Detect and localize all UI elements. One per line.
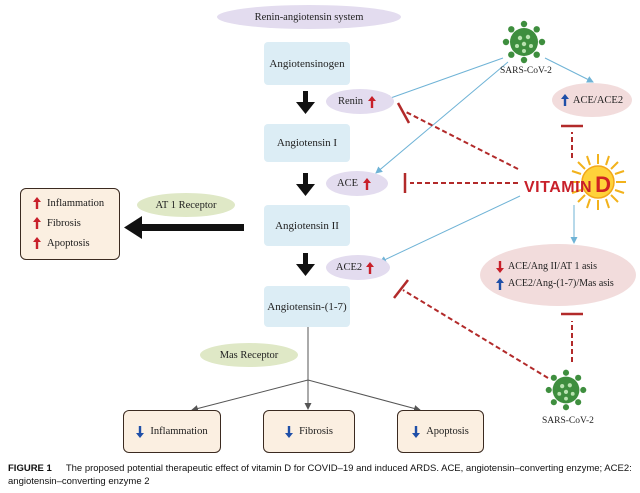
node-angiotensin-1-7-label: Angiotensin-(1-7) xyxy=(267,300,347,313)
at1-effects-box: Inflammation Fibrosis Apoptosis xyxy=(20,188,120,260)
arrow-down-icon xyxy=(136,425,145,438)
mas-effect-label: Apoptosis xyxy=(426,426,469,437)
virus-icon-bottom xyxy=(545,369,587,411)
mas-split-lines xyxy=(191,327,421,412)
axis-down-row: ACE/Ang II/AT 1 asis xyxy=(496,260,597,273)
axis-up-row: ACE2/Ang-(1-7)/Mas asis xyxy=(496,277,614,290)
arrow-down-icon xyxy=(496,260,504,273)
arrow-down-icon xyxy=(412,425,421,438)
ras-title: Renin-angiotensin system xyxy=(217,5,401,29)
arrow-up-icon xyxy=(33,217,41,229)
mas-effect-inflammation: Inflammation xyxy=(123,410,221,453)
ace-ace2-label: ACE/ACE2 xyxy=(572,94,624,106)
arrow-up-icon xyxy=(366,261,375,274)
arrow-up-icon xyxy=(496,277,504,290)
viral-links xyxy=(375,57,594,263)
at1-effect-apoptosis: Apoptosis xyxy=(33,233,119,253)
vitamin-word: VITAMIN xyxy=(524,179,593,196)
mas-effect-label: Fibrosis xyxy=(299,426,333,437)
ace-ace2-pill: ACE/ACE2 xyxy=(552,83,632,117)
at1-effect-fibrosis: Fibrosis xyxy=(33,213,119,233)
sun-icon xyxy=(570,154,626,210)
pathway-arrow-1 xyxy=(296,91,315,114)
enzyme-renin: Renin xyxy=(326,89,394,114)
arrow-up-icon xyxy=(33,237,41,249)
receptor-at1-label: AT 1 Receptor xyxy=(155,199,217,211)
vitamin-letter: D xyxy=(595,172,612,197)
arrow-down-icon xyxy=(285,425,294,438)
virus-label-bottom: SARS-CoV-2 xyxy=(542,416,594,426)
node-angiotensinogen-label: Angiotensinogen xyxy=(269,57,345,70)
enzyme-ace: ACE xyxy=(326,171,388,196)
virus-icon-top xyxy=(502,20,546,64)
enzyme-renin-label: Renin xyxy=(337,96,364,107)
arrow-up-icon xyxy=(363,177,371,190)
axis-down-label: ACE/Ang II/AT 1 asis xyxy=(508,261,597,272)
node-angiotensin-1-label: Angiotensin I xyxy=(276,137,338,149)
caption-text: The proposed potential therapeutic effec… xyxy=(8,463,632,487)
ras-title-label: Renin-angiotensin system xyxy=(254,11,364,23)
enzyme-ace2: ACE2 xyxy=(326,255,390,280)
node-angiotensin-2-label: Angiotensin II xyxy=(275,219,339,232)
node-angiotensin-1: Angiotensin I xyxy=(264,124,350,162)
node-angiotensinogen: Angiotensinogen xyxy=(264,42,350,85)
inhibition-lines xyxy=(393,102,583,379)
node-angiotensin-1-7: Angiotensin-(1-7) xyxy=(264,286,350,327)
node-angiotensin-2: Angiotensin II xyxy=(264,205,350,246)
virus-label-top: SARS-CoV-2 xyxy=(500,66,552,76)
pathway-arrow-2 xyxy=(296,173,315,196)
at1-effect-label: Apoptosis xyxy=(47,237,90,249)
receptor-at1: AT 1 Receptor xyxy=(137,193,235,217)
mas-effect-apoptosis: Apoptosis xyxy=(397,410,484,453)
mas-effect-fibrosis: Fibrosis xyxy=(263,410,355,453)
at1-effects-arrow xyxy=(124,216,244,239)
at1-effect-label: Inflammation xyxy=(47,197,105,209)
at1-effect-label: Fibrosis xyxy=(47,217,81,229)
caption-label: FIGURE 1 xyxy=(8,463,52,474)
enzyme-ace2-label: ACE2 xyxy=(335,262,363,273)
enzyme-ace-label: ACE xyxy=(337,178,358,189)
arrow-up-icon xyxy=(560,94,569,106)
receptor-mas-label: Mas Receptor xyxy=(219,349,279,361)
mas-effect-label: Inflammation xyxy=(150,426,208,437)
pathway-arrow-3 xyxy=(296,253,315,276)
axis-up-label: ACE2/Ang-(1-7)/Mas asis xyxy=(508,278,614,289)
at1-effect-inflammation: Inflammation xyxy=(33,193,119,213)
arrow-up-icon xyxy=(368,95,377,108)
axis-summary: ACE/Ang II/AT 1 asis ACE2/Ang-(1-7)/Mas … xyxy=(480,244,636,306)
receptor-mas: Mas Receptor xyxy=(200,343,298,367)
arrow-up-icon xyxy=(33,197,41,209)
